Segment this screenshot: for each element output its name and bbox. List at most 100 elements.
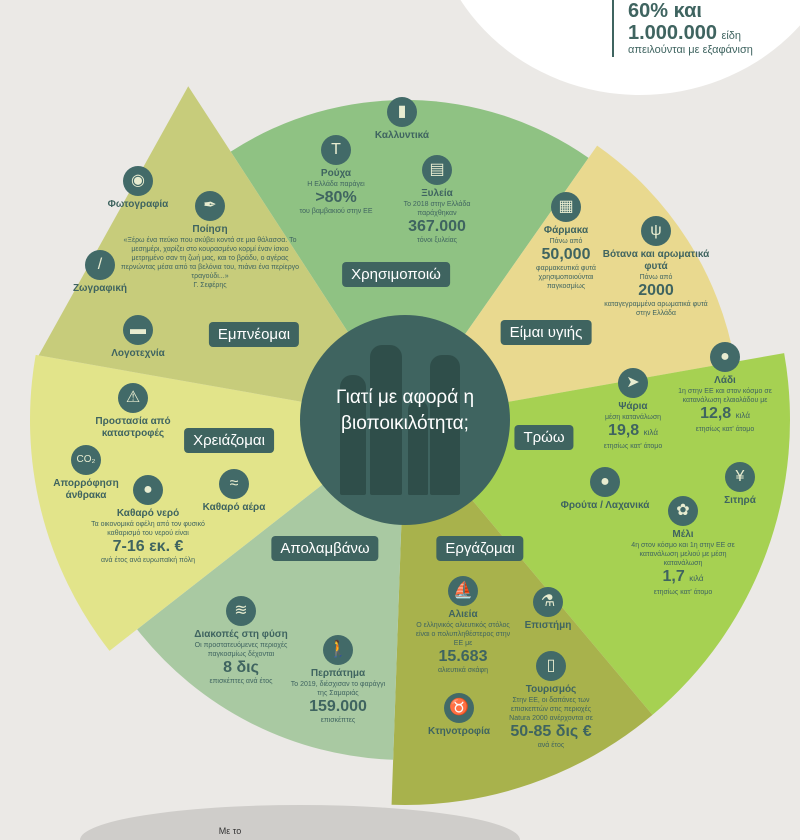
item-text: Το 2019, διέσχισαν το φαράγγι της Σαμαρι… (290, 681, 386, 697)
item-caption: ετησίως κατ' άτομο (695, 426, 755, 433)
item-unit: κιλά (735, 411, 750, 420)
item-title: Ποίηση (192, 224, 228, 235)
section-label-2[interactable]: Τρώω (514, 425, 574, 450)
apple-icon: ● (590, 467, 620, 497)
benefit-item[interactable]: ✒ Ποίηση «Ξέρω ένα πεύκο που σκύβει κοντά … (115, 191, 305, 290)
benefit-item[interactable]: ▮Καλλυντικά (347, 97, 457, 142)
benefit-item[interactable]: ♉ Κτηνοτροφία (414, 693, 504, 738)
item-title: Καθαρό νερό (116, 508, 180, 519)
benefit-item[interactable]: ¥ Σιτηρά (710, 462, 770, 507)
wedge-enjoy (137, 420, 405, 760)
section-label-6[interactable]: Εμπνέομαι (208, 322, 300, 347)
camera-icon: ◉ (123, 166, 153, 196)
beach-icon: ≋ (226, 596, 256, 626)
item-number: 12,8 κιλά (700, 405, 750, 422)
item-text: Ο ελληνικός αλιευτικός στόλος είναι ο πο… (415, 622, 511, 647)
item-title: Λάδι (714, 375, 736, 386)
benefit-item[interactable]: ● Φρούτα / Λαχανικά (550, 467, 660, 512)
item-title: Κτηνοτροφία (427, 726, 491, 737)
olive-icon: ● (710, 342, 740, 372)
suitcase-icon: ▯ (536, 651, 566, 681)
item-caption: του βαμβακιού στην ΕΕ (299, 208, 373, 215)
tshirt-icon: T (321, 135, 351, 165)
benefit-item[interactable]: ▬Λογοτεχνία (98, 315, 178, 360)
item-title: Προστασία από καταστροφές (95, 416, 171, 439)
item-title: Περπάτημα (310, 668, 366, 679)
wind-icon: ≈ (219, 469, 249, 499)
item-caption: επισκέπτες (320, 717, 356, 724)
microscope-icon: ⚗ (533, 587, 563, 617)
fish-icon: ➤ (618, 368, 648, 398)
item-text: Πάνω από (639, 274, 673, 281)
water-drop-icon: ● (133, 475, 163, 505)
item-title: Διακοπές στη φύση (194, 629, 288, 640)
herb-icon: ψ (641, 216, 671, 246)
item-caption: ετησίως κατ' άτομο (603, 443, 663, 450)
benefit-item[interactable]: / Ζωγραφική (60, 250, 140, 295)
benefit-item[interactable]: ⚗Επιστήμη (513, 587, 583, 632)
item-unit: κιλά (689, 574, 704, 583)
pills-icon: ▦ (551, 192, 581, 222)
item-title: Αλιεία (448, 609, 478, 620)
section-label-3[interactable]: Εργάζομαι (436, 536, 524, 561)
section-label-4[interactable]: Απολαμβάνω (271, 536, 379, 561)
item-number: >80% (315, 189, 357, 206)
item-caption: καταγεγραμμένα αρωματικά φυτά στην Ελλάδ… (604, 301, 708, 317)
item-text: μέση κατανάλωση (604, 414, 662, 421)
benefit-item[interactable]: ⚠ Προστασία από καταστροφές (88, 383, 178, 440)
item-caption: ανά έτος ανά ευρωπαϊκή πόλη (100, 557, 196, 564)
wedge-health (405, 145, 735, 421)
item-text: Στην ΕΕ, οι δαπάνες των επισκεπτών στις … (509, 697, 593, 722)
wood-icon: ▤ (422, 155, 452, 185)
section-label-5[interactable]: Χρειάζομαι (184, 428, 274, 453)
item-text: Οι προστατευόμενες περιοχές παγκοσμίως δ… (194, 642, 288, 658)
item-caption: τόνοι ξυλείας (416, 237, 458, 244)
person-silhouette (340, 375, 366, 495)
item-number: 19,8 κιλά (608, 422, 658, 439)
item-title: Ψάρια (618, 401, 648, 412)
item-caption: αλιευτικά σκάφη (438, 667, 488, 674)
item-number: 8 δις (223, 659, 259, 676)
warning-icon: ⚠ (118, 383, 148, 413)
benefit-item[interactable]: ◉Φωτογραφία (98, 166, 178, 211)
item-text: Το 2018 στην Ελλάδα παράχθηκαν (403, 201, 471, 217)
quill-icon: ✒ (195, 191, 225, 221)
book-icon: ▬ (123, 315, 153, 345)
benefit-item[interactable]: ≈Καθαρό αέρα (194, 469, 274, 514)
item-caption: φαρμακευτικά φυτά χρησιμοποιούνται παγκο… (536, 265, 596, 290)
item-text: «Ξέρω ένα πεύκο που σκύβει κοντά σε μια … (120, 237, 300, 280)
item-title: Βότανα και αρωματικά φυτά (602, 249, 710, 272)
wheat-icon: ¥ (725, 462, 755, 492)
bottom-text: Με το (218, 826, 242, 836)
child-silhouette (408, 400, 428, 495)
co2-icon: CO₂ (71, 445, 101, 475)
brush-icon: / (85, 250, 115, 280)
cow-icon: ♉ (444, 693, 474, 723)
item-caption: επισκέπτες ανά έτος (209, 678, 273, 685)
benefit-item[interactable]: ● Λάδι 1η στην ΕΕ και στον κόσμο σε κατανά… (675, 342, 775, 434)
bee-icon: ✿ (668, 496, 698, 526)
stat-caption: απειλούνται με εξαφάνιση (628, 44, 753, 56)
item-title: Φρούτα / Λαχανικά (560, 500, 650, 511)
item-title: Ζωγραφική (72, 283, 128, 294)
item-number: 367.000 (408, 218, 466, 235)
item-title: Απορρόφηση άνθρακα (53, 478, 119, 501)
section-label-0[interactable]: Χρησιμοποιώ (342, 262, 450, 287)
benefit-item[interactable]: ≋ Διακοπές στη φύση Οι προστατευόμενες περ… (181, 596, 301, 686)
section-label-1[interactable]: Είμαι υγιής (500, 320, 592, 345)
item-title: Σιτηρά (724, 495, 756, 506)
benefit-item[interactable]: CO₂ Απορρόφηση άνθρακα (46, 445, 126, 502)
item-title: Καλλυντικά (374, 130, 430, 141)
item-text: 1η στην ΕΕ και στον κόσμο σε κατανάλωση … (678, 388, 772, 404)
